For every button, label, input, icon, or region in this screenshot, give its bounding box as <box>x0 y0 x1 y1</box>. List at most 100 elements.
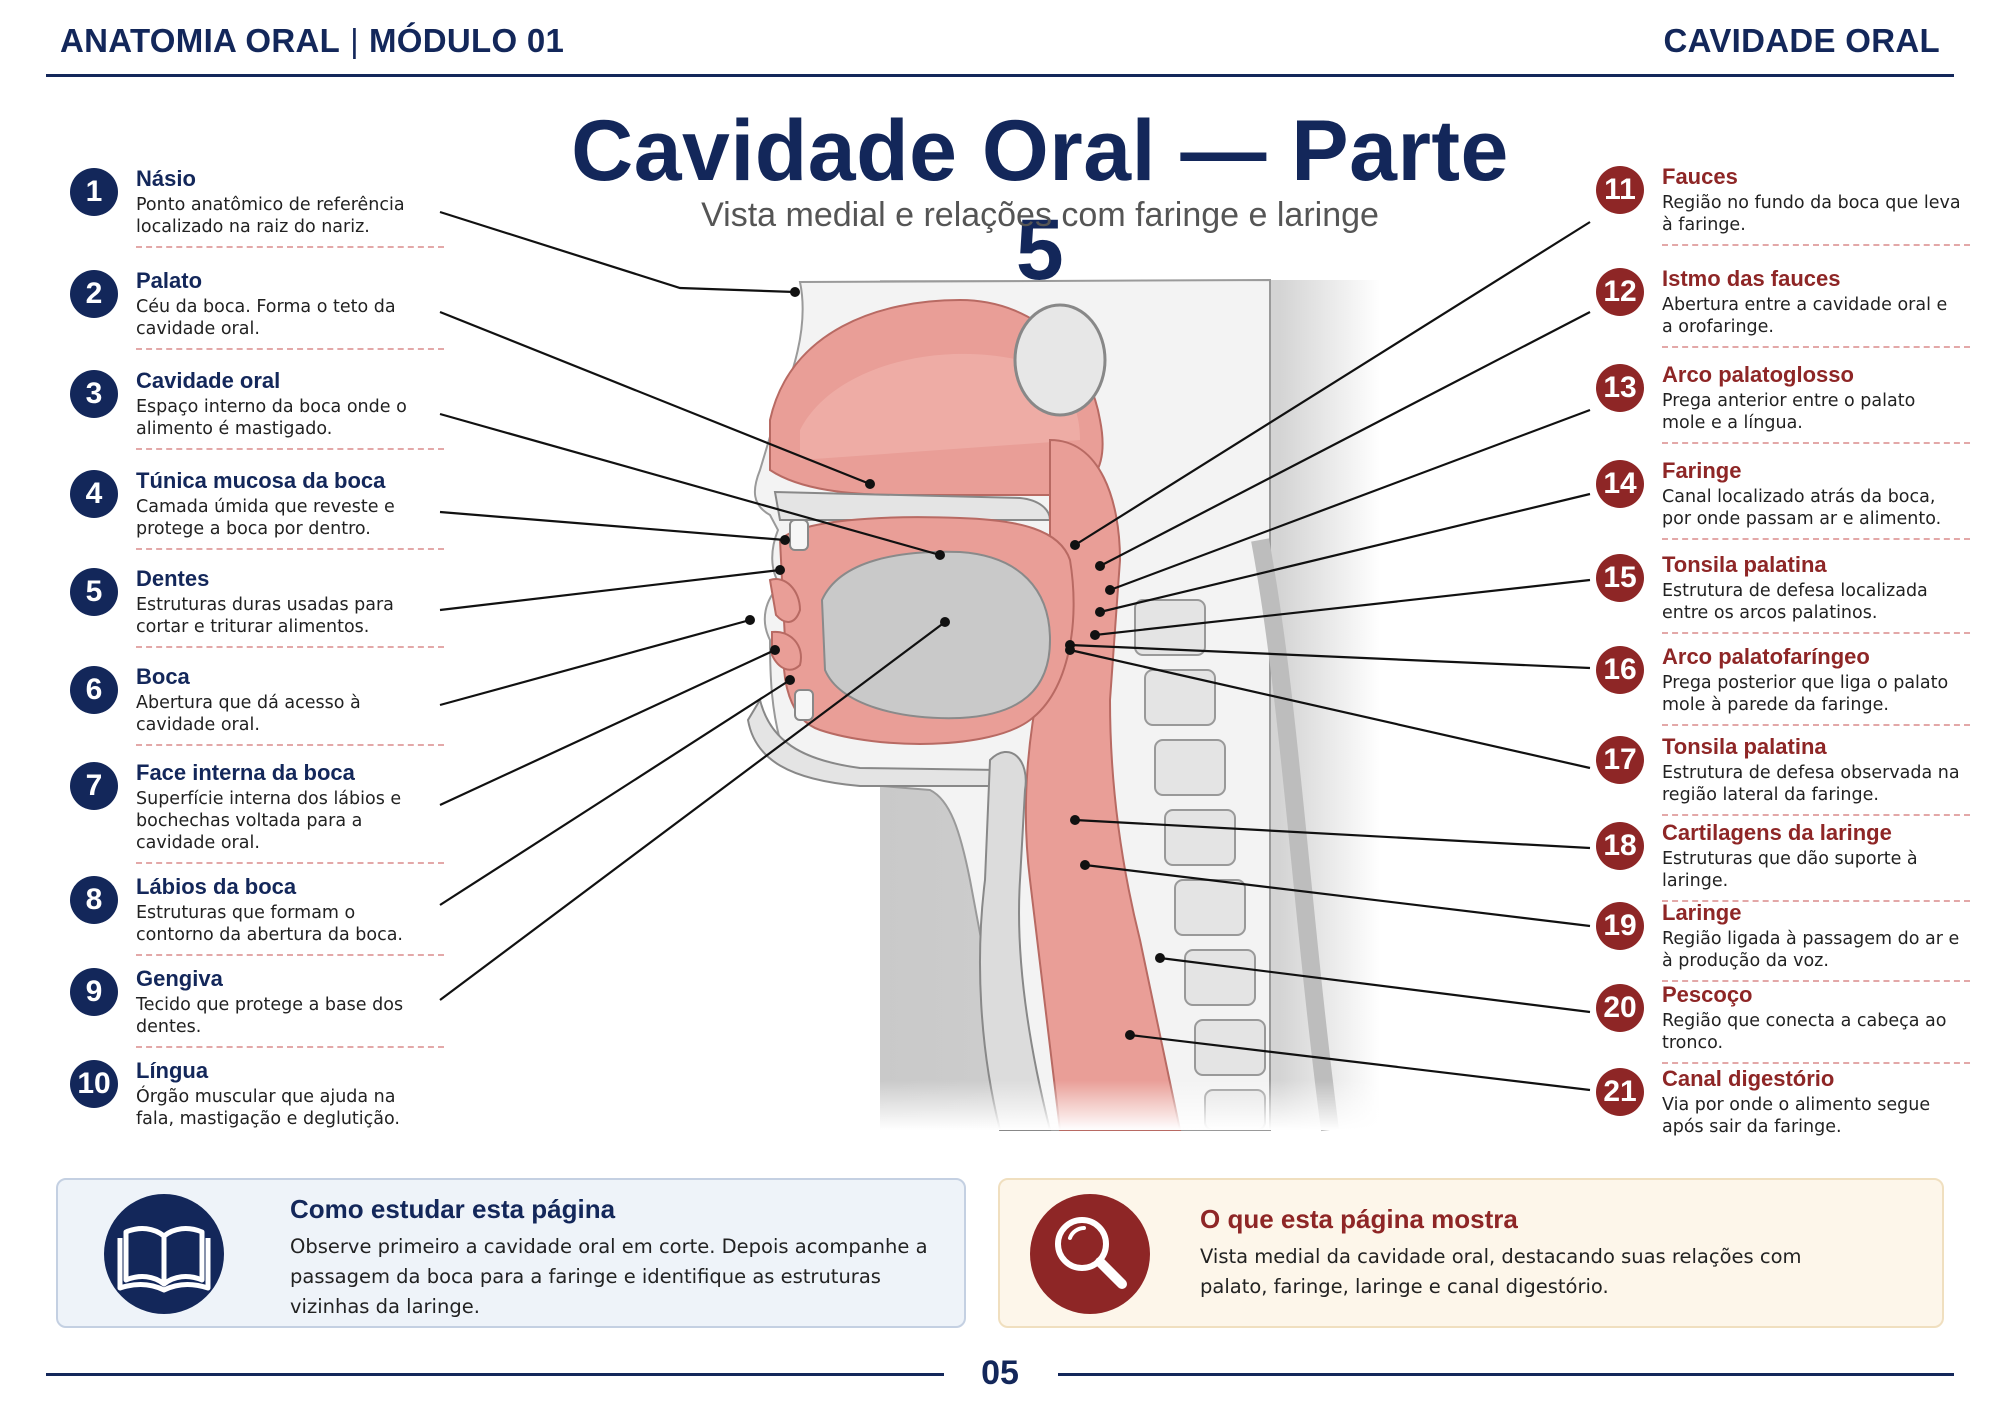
leader-line <box>1094 578 1591 637</box>
leader-dot <box>745 615 755 625</box>
leader-dot <box>1105 585 1115 595</box>
label-name: Boca <box>136 664 190 689</box>
leader-line <box>439 649 776 806</box>
leader-line <box>439 568 781 612</box>
label-divider <box>136 448 444 450</box>
label-name: Túnica mucosa da boca <box>136 468 386 493</box>
leader-dot <box>770 645 780 655</box>
leader-dot <box>790 287 800 297</box>
leader-dot <box>1095 561 1105 571</box>
label-number: 20 <box>1596 984 1644 1032</box>
label-name: Tonsila palatina <box>1662 734 1827 759</box>
diagram-bottom-fade <box>760 1080 1380 1130</box>
leader-dot <box>865 479 875 489</box>
leader-dot <box>1125 1030 1135 1040</box>
label-name: Násio <box>136 166 196 191</box>
label-desc: Abertura que dá acesso à cavidade oral. <box>136 693 361 735</box>
leader-lines <box>439 210 1591 1092</box>
leader-dot <box>1065 645 1075 655</box>
leader-line <box>439 621 946 1001</box>
label-desc: Estrutura de defesa localizada entre os … <box>1662 581 1928 623</box>
leader-dot <box>1070 540 1080 550</box>
label-divider <box>1662 346 1970 348</box>
label-divider <box>1662 724 1970 726</box>
label-number: 14 <box>1596 460 1644 508</box>
page-number: 05 <box>981 1354 1019 1392</box>
leader-dot <box>1095 607 1105 617</box>
label-divider <box>1662 814 1970 816</box>
spinal-cord <box>1251 538 1339 1132</box>
label-name: Palato <box>136 268 203 293</box>
label-name: Laringe <box>1662 900 1742 925</box>
leader-dot <box>1090 630 1100 640</box>
label-divider <box>136 246 444 248</box>
leader-line <box>1084 863 1591 928</box>
label-name: Istmo das fauces <box>1662 266 1841 291</box>
label-desc: Espaço interno da boca onde o alimento é… <box>136 397 407 439</box>
label-name: Arco palatofaríngeo <box>1662 644 1870 669</box>
leader-dot <box>940 617 950 627</box>
label-divider <box>1662 900 1970 902</box>
label-number: 9 <box>70 968 118 1016</box>
study-tip-title: Como estudar esta página <box>290 1194 616 1224</box>
label-divider <box>1662 538 1970 540</box>
leader-line <box>439 412 941 557</box>
label-desc: Órgão muscular que ajuda na fala, mastig… <box>136 1087 400 1129</box>
leader-dot <box>775 565 785 575</box>
label-desc: Canal localizado atrás da boca, por onde… <box>1662 487 1942 529</box>
label-number: 19 <box>1596 902 1644 950</box>
leader-line <box>1099 311 1591 567</box>
leader-line <box>1099 492 1591 614</box>
leader-line <box>439 210 796 294</box>
label-name: Fauces <box>1662 164 1738 189</box>
label-desc: Estrutura de defesa observada na região … <box>1662 763 1960 805</box>
label-desc: Estruturas que dão suporte à laringe. <box>1662 849 1918 891</box>
label-number: 8 <box>70 876 118 924</box>
upper-tooth <box>789 519 809 551</box>
label-divider <box>136 1046 444 1048</box>
label-name: Dentes <box>136 566 210 591</box>
larynx-cartilage <box>979 750 1052 1131</box>
leader-line <box>439 310 871 486</box>
label-number: 2 <box>70 270 118 318</box>
leader-line <box>1109 408 1591 592</box>
label-name: Pescoço <box>1662 982 1753 1007</box>
leader-dot <box>1155 953 1165 963</box>
label-desc: Prega posterior que liga o palato mole à… <box>1662 673 1949 715</box>
label-desc: Prega anterior entre o palato mole e a l… <box>1662 391 1916 433</box>
label-divider <box>1662 244 1970 246</box>
leader-dot <box>780 535 790 545</box>
label-divider <box>136 744 444 746</box>
label-number: 7 <box>70 762 118 810</box>
label-desc: Estruturas que formam o contorno da aber… <box>136 903 403 945</box>
open-book-icon <box>104 1194 224 1314</box>
label-divider <box>136 954 444 956</box>
leader-line <box>1069 648 1591 770</box>
module-number: MÓDULO 01 <box>368 22 565 59</box>
nasal-passage-upper <box>800 353 1080 460</box>
leader-line <box>439 618 751 707</box>
label-number: 18 <box>1596 822 1644 870</box>
page-subtitle: Vista medial e relações com faringe e la… <box>701 196 1379 234</box>
label-desc: Superfície interna dos lábios e bochecha… <box>136 789 402 853</box>
leader-dot <box>1080 860 1090 870</box>
label-name: Lábios da boca <box>136 874 297 899</box>
